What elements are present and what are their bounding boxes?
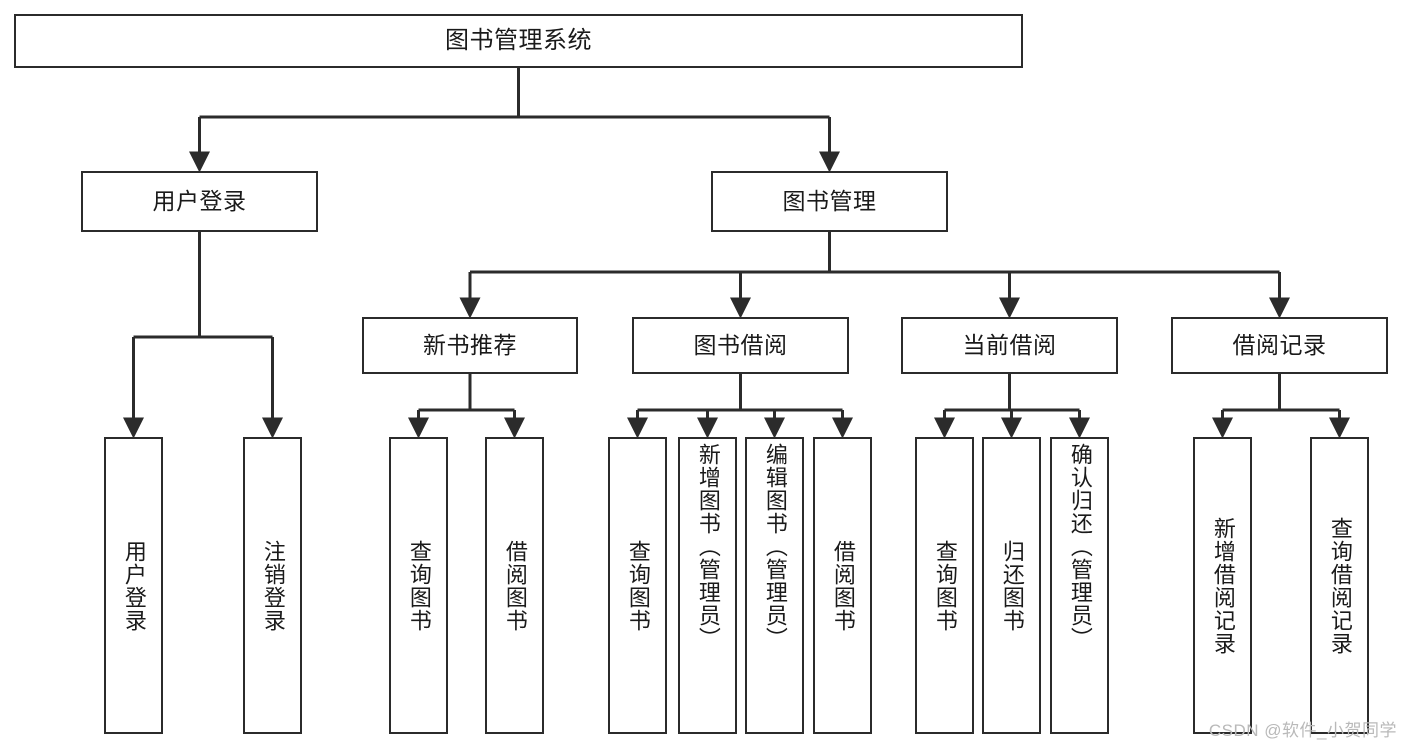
node-leaf-query-book-3-label: 查询图书: [932, 539, 958, 632]
node-leaf-add-book[interactable]: 新增图书（管理员）: [678, 437, 737, 734]
node-user-login[interactable]: 用户登录: [81, 171, 318, 232]
node-leaf-add-book-label: 新增图书（管理员）: [695, 443, 721, 650]
node-new-book-rec-label: 新书推荐: [423, 332, 517, 359]
node-user-login-label: 用户登录: [152, 188, 247, 215]
node-leaf-user-login[interactable]: 用户登录: [104, 437, 163, 734]
node-leaf-query-book-2-label: 查询图书: [625, 539, 651, 632]
node-book-manage-label: 图书管理: [782, 188, 877, 215]
node-current-borrow[interactable]: 当前借阅: [901, 317, 1118, 374]
node-leaf-borrow-book-1[interactable]: 借阅图书: [485, 437, 544, 734]
node-borrow-record[interactable]: 借阅记录: [1171, 317, 1388, 374]
node-new-book-rec[interactable]: 新书推荐: [362, 317, 578, 374]
node-leaf-user-logout-label: 注销登录: [260, 539, 286, 632]
node-leaf-return-book[interactable]: 归还图书: [982, 437, 1041, 734]
node-root-label: 图书管理系统: [445, 27, 592, 55]
node-root[interactable]: 图书管理系统: [14, 14, 1023, 68]
node-leaf-query-book-3[interactable]: 查询图书: [915, 437, 974, 734]
node-leaf-query-book-2[interactable]: 查询图书: [608, 437, 667, 734]
node-current-borrow-label: 当前借阅: [962, 332, 1057, 359]
node-leaf-query-record[interactable]: 查询借阅记录: [1310, 437, 1369, 734]
node-leaf-add-record[interactable]: 新增借阅记录: [1193, 437, 1252, 734]
node-leaf-borrow-book-2-label: 借阅图书: [830, 539, 856, 632]
node-leaf-user-logout[interactable]: 注销登录: [243, 437, 302, 734]
node-book-manage[interactable]: 图书管理: [711, 171, 948, 232]
node-leaf-add-record-label: 新增借阅记录: [1210, 516, 1236, 655]
node-leaf-edit-book[interactable]: 编辑图书（管理员）: [745, 437, 804, 734]
node-leaf-borrow-book-1-label: 借阅图书: [502, 539, 528, 632]
node-leaf-edit-book-label: 编辑图书（管理员）: [762, 443, 788, 650]
node-borrow-record-label: 借阅记录: [1232, 332, 1327, 359]
node-leaf-confirm-return-label: 确认归还（管理员）: [1067, 443, 1093, 650]
node-book-borrow[interactable]: 图书借阅: [632, 317, 849, 374]
watermark: CSDN @软件_小贺同学: [1208, 721, 1397, 740]
node-leaf-query-book-1-label: 查询图书: [406, 539, 432, 632]
node-leaf-query-book-1[interactable]: 查询图书: [389, 437, 448, 734]
node-leaf-query-record-label: 查询借阅记录: [1327, 516, 1353, 655]
node-leaf-user-login-label: 用户登录: [121, 539, 147, 632]
node-leaf-borrow-book-2[interactable]: 借阅图书: [813, 437, 872, 734]
node-leaf-confirm-return[interactable]: 确认归还（管理员）: [1050, 437, 1109, 734]
node-leaf-return-book-label: 归还图书: [999, 539, 1025, 632]
node-book-borrow-label: 图书借阅: [693, 332, 788, 359]
